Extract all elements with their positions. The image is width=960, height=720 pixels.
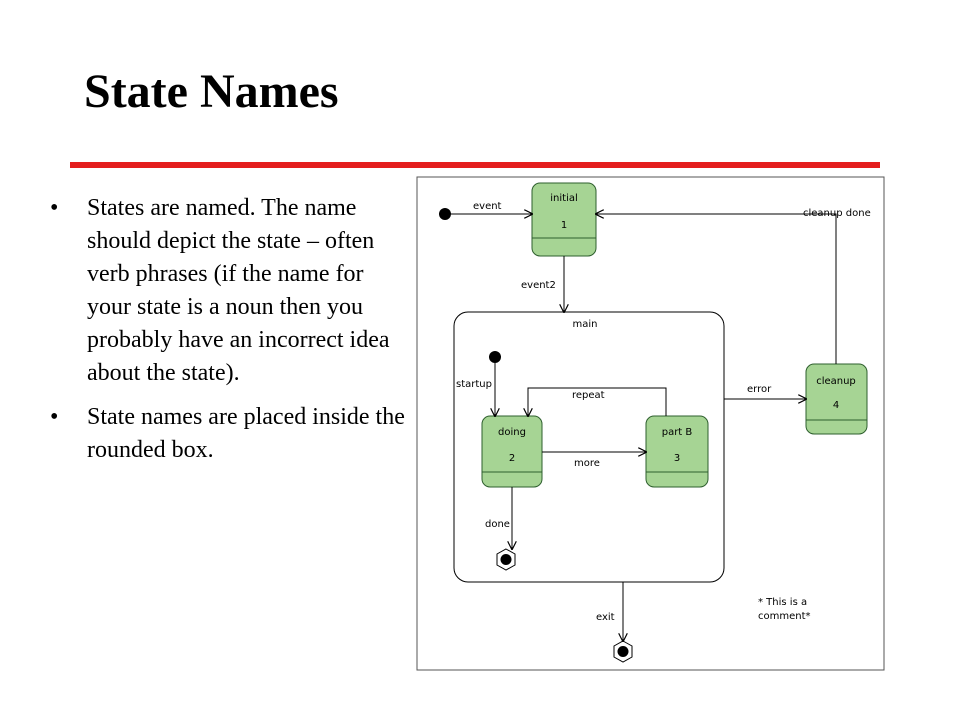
- initial-pseudostate-main: [489, 351, 501, 363]
- transition-label-exit: exit: [596, 612, 615, 623]
- transition-label-more: more: [574, 458, 600, 469]
- state-name-label: cleanup: [816, 376, 856, 387]
- title-underline: [70, 162, 880, 168]
- composite-state-main: [453, 311, 725, 583]
- initial-pseudostate: [439, 208, 451, 220]
- transition-label-event2: event2: [521, 280, 556, 291]
- state-number-label: 2: [509, 453, 515, 464]
- composite-state-label: main: [573, 319, 598, 330]
- bullet-marker: •: [50, 195, 59, 221]
- state-part-b: part B 3: [645, 415, 709, 488]
- transition-label-cleanup-done: cleanup done: [803, 208, 871, 219]
- state-number-label: 1: [561, 220, 567, 231]
- transition-repeat: [528, 387, 667, 416]
- transition-label-event: event: [473, 201, 502, 212]
- bullet-item: • State names are placed inside the roun…: [50, 401, 410, 467]
- state-name-label: initial: [550, 193, 578, 204]
- transition-label-done: done: [485, 519, 510, 530]
- state-name-label: doing: [498, 427, 526, 438]
- transition-cleanup-done: [596, 214, 837, 364]
- state-diagram: main initial 1 doing 2 part B 3 cleanup …: [416, 176, 885, 671]
- transition-label-error: error: [747, 384, 772, 395]
- bullet-item: • States are named. The name should depi…: [50, 192, 410, 390]
- transition-label-startup: startup: [456, 379, 492, 390]
- state-doing: doing 2: [481, 415, 543, 488]
- final-state-exit: [613, 640, 633, 663]
- bullet-list: • States are named. The name should depi…: [50, 192, 410, 478]
- state-number-label: 4: [833, 400, 839, 411]
- state-name-label: part B: [662, 427, 693, 438]
- state-number-label: 3: [674, 453, 680, 464]
- bullet-text: States are named. The name should depict…: [87, 195, 390, 386]
- final-state-done: [496, 548, 516, 571]
- state-initial: initial 1: [531, 182, 597, 257]
- bullet-text: State names are placed inside the rounde…: [87, 404, 405, 463]
- comment-line-1: * This is a: [758, 597, 807, 608]
- slide-title: State Names: [84, 65, 339, 118]
- bullet-marker: •: [50, 404, 59, 430]
- transition-label-repeat: repeat: [572, 390, 605, 401]
- comment-line-2: comment*: [758, 611, 811, 622]
- state-cleanup: cleanup 4: [805, 363, 868, 435]
